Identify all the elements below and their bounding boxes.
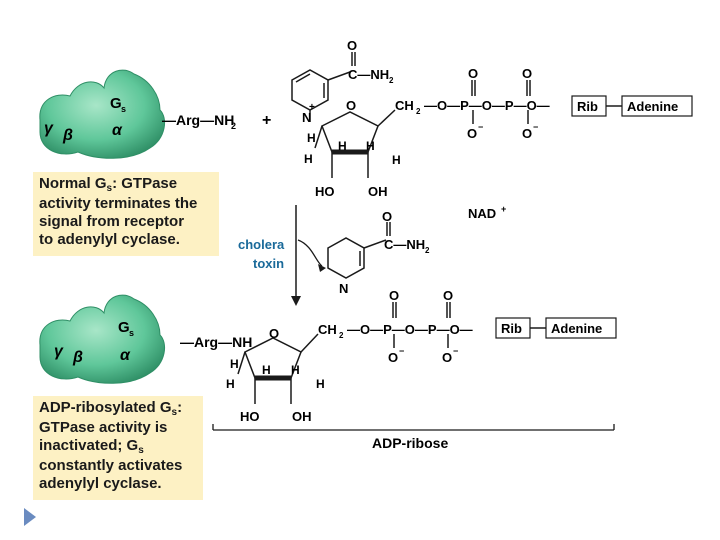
adp-ribose-bracket — [212, 424, 615, 431]
nad-structure — [291, 52, 622, 178]
bh-2: H — [262, 363, 271, 377]
h-3: H — [366, 139, 375, 153]
caption-normal-gs: Normal Gs: GTPase activity terminates th… — [33, 172, 219, 256]
p1-om: O — [467, 126, 477, 141]
released-c-nh2: C—NH — [384, 237, 425, 252]
oh-bottom: OH — [292, 409, 312, 424]
p1-minus-bottom: − — [399, 346, 404, 356]
phosphate-chain-bottom: —O—P—O—P—O— — [347, 322, 473, 337]
nicotinamide-released — [327, 222, 391, 279]
adp-ribose-label: ADP-ribose — [372, 435, 448, 451]
ch2-bottom-sub: 2 — [339, 331, 344, 340]
p2-o: O — [522, 66, 532, 81]
reaction-arrowhead — [291, 296, 301, 306]
caption-adp-line5: adenylyl cyclase. — [39, 475, 162, 492]
caption-adp-line2: GTPase activity is — [39, 419, 168, 436]
beta-label: β — [62, 127, 73, 144]
bh-3: H — [291, 363, 300, 377]
caption-adp-line1: ADP-ribosylated Gs: — [39, 399, 197, 419]
caption-normal-l1a: Normal G — [39, 175, 107, 192]
caption-adp-l1b: : — [177, 399, 183, 416]
arg-nh2-sub: 2 — [231, 121, 236, 131]
caption-normal-line3: signal from receptor — [39, 213, 185, 230]
h-4: H — [392, 153, 401, 167]
release-arrowhead — [318, 264, 326, 272]
ho-top: HO — [315, 184, 335, 199]
p1-o: O — [468, 66, 478, 81]
next-slide-arrow-icon[interactable] — [24, 508, 36, 526]
caption-adp-l3a: inactivated; G — [39, 437, 139, 454]
h-1: H — [307, 131, 316, 145]
rib-box-bottom: Rib — [501, 321, 522, 336]
alpha-label: α — [112, 122, 123, 139]
p2-minus-bottom: − — [453, 346, 458, 356]
phosphate-chain-top: —O—P—O—P—O— — [424, 98, 550, 113]
adenine-box-top: Adenine — [627, 99, 678, 114]
p1-om-bottom: O — [388, 350, 398, 365]
p2-minus: − — [533, 122, 538, 132]
c-nh2-top-sub: 2 — [389, 76, 394, 85]
bh-5: H — [226, 377, 235, 391]
bh-1: H — [230, 357, 239, 371]
beta-label-bottom: β — [72, 349, 83, 366]
adp-ribose-structure — [237, 302, 546, 404]
c-nh2-top: C—NH — [348, 67, 389, 82]
n-plus: N — [302, 110, 311, 125]
caption-adp-line3: inactivated; Gs — [39, 437, 197, 457]
caption-normal-line2: activity terminates the — [39, 195, 198, 212]
adenine-box-bottom: Adenine — [551, 321, 602, 336]
bh-4: H — [316, 377, 325, 391]
ribose-o-bottom: O — [269, 326, 279, 341]
ho-bottom: HO — [240, 409, 260, 424]
plus-sign: + — [262, 112, 271, 129]
released-n: N — [339, 281, 348, 296]
caption-normal-l1sub: s — [106, 183, 113, 194]
ch2-top-sub: 2 — [416, 107, 421, 116]
h-2: H — [338, 139, 347, 153]
p2-om-bottom: O — [442, 350, 452, 365]
gs-label: G — [110, 95, 122, 112]
ch2-bottom: CH — [318, 322, 337, 337]
toxin-label: toxin — [253, 256, 284, 271]
carbonyl-o: O — [347, 38, 357, 53]
released-nh2-sub: 2 — [425, 246, 430, 255]
p1-o-bottom: O — [389, 288, 399, 303]
h-5: H — [304, 152, 313, 166]
caption-normal-line4: to adenylyl cyclase. — [39, 231, 180, 248]
ch2-top: CH — [395, 98, 414, 113]
p1-minus: − — [478, 122, 483, 132]
caption-adp-line4: constantly activates — [39, 457, 183, 474]
release-arrow — [297, 239, 323, 267]
n-plus-charge: + — [309, 102, 315, 113]
caption-adp-l3sub: s — [138, 445, 144, 456]
gs-label-bottom: G — [118, 319, 130, 336]
released-o: O — [382, 209, 392, 224]
gs-sub-bottom: s — [129, 328, 134, 338]
p2-om: O — [522, 126, 532, 141]
caption-adp-l1sub: s — [171, 407, 178, 418]
nad-label: NAD — [468, 206, 496, 221]
caption-normal-line1: Normal Gs: GTPase — [39, 175, 213, 195]
caption-normal-l1b: : GTPase — [112, 175, 178, 192]
rib-box-top: Rib — [577, 99, 598, 114]
nad-plus: + — [501, 204, 506, 214]
caption-adp-l1a: ADP-ribosylated G — [39, 399, 172, 416]
gs-protein-bottom: G s α β γ — [39, 294, 166, 384]
ribose-o-top: O — [346, 98, 356, 113]
caption-adp-ribosylated: ADP-ribosylated Gs: GTPase activity is i… — [33, 396, 203, 500]
gs-sub: s — [121, 104, 126, 114]
gamma-label: γ — [44, 120, 54, 137]
arg-nh2: —Arg—NH — [162, 112, 234, 128]
arg-nh-bottom: —Arg—NH — [180, 334, 252, 350]
alpha-label-bottom: α — [120, 347, 131, 364]
gs-protein-top: G s α β γ — [39, 69, 166, 159]
gamma-label-bottom: γ — [54, 343, 64, 360]
cholera-label: cholera — [238, 237, 285, 252]
oh-top: OH — [368, 184, 388, 199]
p2-o-bottom: O — [443, 288, 453, 303]
